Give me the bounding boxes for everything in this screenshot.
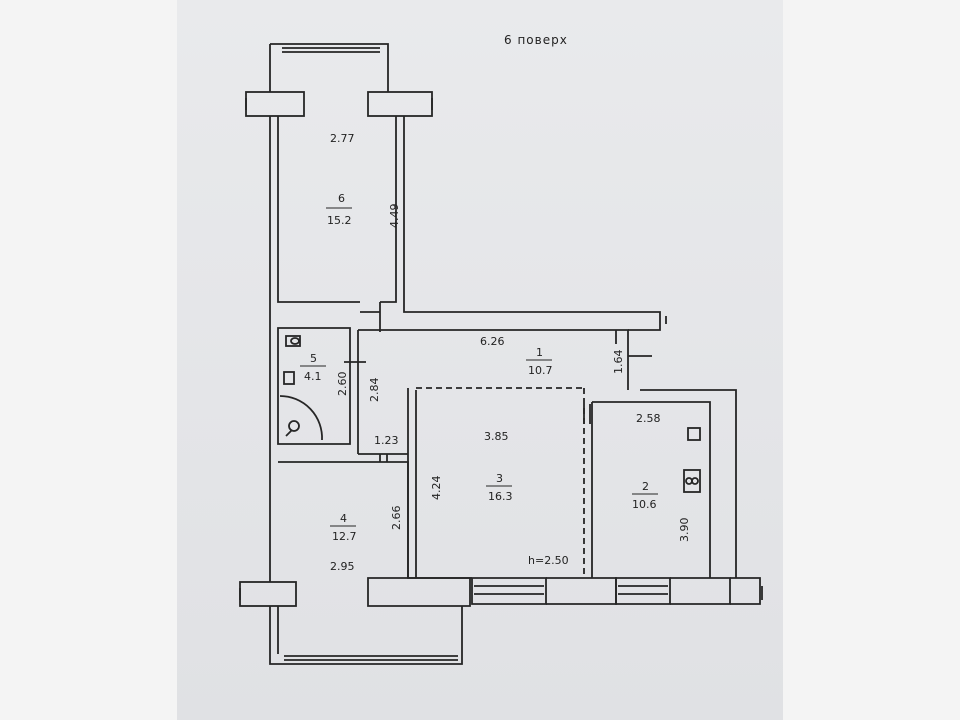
room2-number: 2 [642,480,649,493]
toilet-icon [285,335,301,347]
room6-area: 15.2 [327,214,352,227]
room1-area: 10.7 [528,364,553,377]
shower-icon [279,395,323,441]
room1-length: 1.64 [612,350,625,375]
room4-width: 2.95 [330,560,355,573]
room2-area: 10.6 [632,498,657,511]
room6-walls [269,116,661,331]
floor-title: 6 поверх [504,33,568,47]
room3-length: 4.24 [430,476,443,501]
room3-area: 16.3 [488,490,513,503]
room5-width: 1.23 [374,434,399,447]
room3-height: h=2.50 [528,554,569,567]
room1-extra: 2.84 [368,378,381,403]
corridor-top-wall [358,329,629,390]
room5-walls [269,322,351,450]
balcony-bottom [269,606,463,665]
room6-length: 4.49 [388,204,401,229]
room1-width: 6.26 [480,335,505,348]
room5-length: 2.60 [336,372,349,397]
room3-width: 3.85 [484,430,509,443]
room2-width: 2.58 [636,412,661,425]
room6-number: 6 [338,192,345,205]
room4-area: 12.7 [332,530,357,543]
room1-number: 1 [536,346,543,359]
room4-length: 2.66 [390,506,403,531]
room6-width: 2.77 [330,132,355,145]
wall-pilaster-bl [239,581,297,607]
room3-walls [407,388,472,579]
room2-length: 3.90 [678,518,691,543]
kitchen-sink-icon [687,427,701,441]
window-room2 [615,577,671,605]
wall-pilaster-tl [245,91,305,117]
room2-walls [591,389,737,578]
balcony-top [269,43,389,92]
stove-icon [683,469,701,493]
wall-pilaster-tr [367,91,433,117]
room5-number: 5 [310,352,317,365]
room4-number: 4 [340,512,347,525]
room3-number: 3 [496,472,503,485]
room5-area: 4.1 [304,370,322,383]
window-room3 [471,577,547,605]
sink-icon [283,371,295,385]
